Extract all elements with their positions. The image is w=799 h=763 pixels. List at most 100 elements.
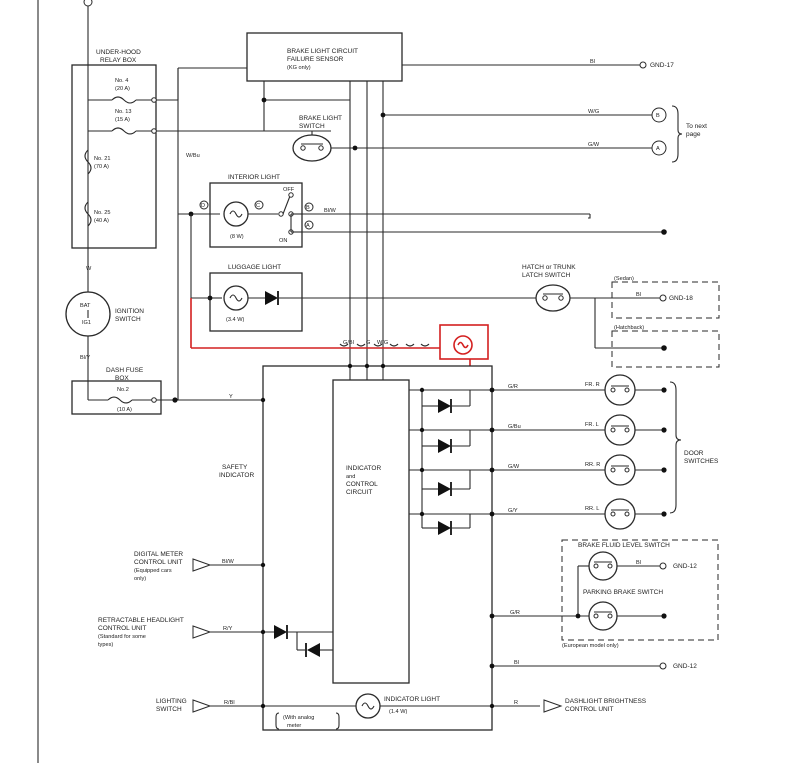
digital-meter-label-1: DIGITAL METER xyxy=(134,551,183,558)
lighting-switch-label-2: SWITCH xyxy=(156,706,182,713)
rr-l-label: RR. L xyxy=(585,506,599,512)
fuse-21-rating: (70 A) xyxy=(94,164,109,170)
fuse-21-label: No. 21 xyxy=(94,156,110,162)
wire-label-wg2: W/G xyxy=(377,340,388,346)
fuse-4-label: No. 4 xyxy=(115,78,128,84)
relay-box-label-2: RELAY BOX xyxy=(100,57,137,64)
ignition-switch: BAT IG1 IGNITION SWITCH xyxy=(65,291,144,337)
term-d-label: D xyxy=(201,203,205,209)
digital-meter-label-3: (Equipped cars xyxy=(134,568,172,574)
relay-box-label-1: UNDER-HOOD xyxy=(96,49,141,56)
hatchback-variant-box: (Hatchback) xyxy=(611,325,720,368)
brake-switch-label-2: SWITCH xyxy=(299,123,325,130)
indicator-light-label: INDICATOR LIGHT xyxy=(384,696,440,703)
sensor-label-2: FAILURE SENSOR xyxy=(287,56,344,63)
circuit-label-1: INDICATOR xyxy=(346,465,381,472)
fr-r-label: FR. R xyxy=(585,382,600,388)
wire-label-gbl: G/Bl xyxy=(343,340,354,346)
fuse-25-label: No. 25 xyxy=(94,210,110,216)
wire-label-wg: W/G xyxy=(588,109,599,115)
wire-label-bl-fluid: Bl xyxy=(636,560,641,566)
fuse-13-label: No. 13 xyxy=(115,109,131,115)
headlight-label-3: (Standard for some xyxy=(98,634,146,640)
fuse-2-label: No.2 xyxy=(117,387,129,393)
interior-light-label: INTERIOR LIGHT xyxy=(228,174,280,181)
door-switch-rr-l: RR. L xyxy=(585,498,667,530)
hatchback-label: (Hatchback) xyxy=(614,325,644,331)
fuse-25-rating: (40 A) xyxy=(94,218,109,224)
digital-meter-label-2: CONTROL UNIT xyxy=(134,559,183,566)
wire-label-gr1: G/R xyxy=(508,384,518,390)
sensor-label-3: (KG only) xyxy=(287,65,311,71)
headlight-label-2: CONTROL UNIT xyxy=(98,625,147,632)
hatch-switch-label-1: HATCH or TRUNK xyxy=(522,264,576,271)
circuit-label-4: CIRCUIT xyxy=(346,489,372,496)
door-switches-label-1: DOOR xyxy=(684,450,704,457)
safety-indicator-label-2: INDICATOR xyxy=(219,472,254,479)
dashlight-output-arrow xyxy=(543,699,563,713)
wire-label-bl-top: Bl xyxy=(590,59,595,65)
wire-label-ry: R/Y xyxy=(223,626,233,632)
wire-label-gbu: G/Bu xyxy=(508,424,521,430)
interior-off-label: OFF xyxy=(283,187,295,193)
gnd12a-label: GND-12 xyxy=(673,563,697,570)
door-switch-fr-r: FR. R xyxy=(585,374,667,406)
ignition-ig1-label: IG1 xyxy=(82,320,91,326)
door-switch-rr-r: RR. R xyxy=(585,454,667,486)
ignition-switch-label-2: SWITCH xyxy=(115,316,141,323)
fuse-13-rating: (15 A) xyxy=(115,117,130,123)
safety-indicator-label-1: SAFETY xyxy=(222,464,248,471)
term-b-label: B xyxy=(306,205,310,211)
fuse-4-rating: (20 A) xyxy=(115,86,130,92)
interior-watt-label: (8 W) xyxy=(230,234,244,240)
dashlight-label-1: DASHLIGHT BRIGHTNESS xyxy=(565,698,647,705)
safety-indicator-unit: SAFETY INDICATOR INDICATOR and CONTROL C… xyxy=(219,365,493,731)
door-switch-fr-l: FR. L xyxy=(585,414,667,446)
wire-label-rbl: R/Bl xyxy=(224,700,235,706)
luggage-light: LUGGAGE LIGHT (3.4 W) xyxy=(207,264,303,332)
door-diode-ladder xyxy=(409,387,605,535)
headlight-unit-input: RETRACTABLE HEADLIGHT CONTROL UNIT (Stan… xyxy=(98,617,333,657)
circuit-label-2: and xyxy=(346,474,355,480)
under-hood-relay-box: UNDER-HOOD RELAY BOX No. 4 (20 A) No. 13… xyxy=(71,6,185,249)
fuse-2-rating: (10 A) xyxy=(117,407,132,413)
indicator-light: INDICATOR LIGHT (1.4 W) (With analog met… xyxy=(275,693,540,730)
wire-label-w: W xyxy=(86,266,92,272)
dash-fuse-box: DASH FUSE BOX No.2 (10 A) xyxy=(71,367,263,415)
headlight-label-1: RETRACTABLE HEADLIGHT xyxy=(98,617,184,624)
luggage-watt-label: (3.4 W) xyxy=(226,317,244,323)
wire-label-bl-sedan: Bl xyxy=(636,292,641,298)
circuit-label-3: CONTROL xyxy=(346,481,378,488)
dashlight-label-2: CONTROL UNIT xyxy=(565,706,614,713)
dash-fuse-box-label-2: BOX xyxy=(115,375,129,382)
door-switches: FR. R FR. L RR. R RR. L DOOR xyxy=(585,374,719,530)
sedan-variant-box: (Sedan) Bl GND-18 xyxy=(595,276,720,319)
headlight-label-4: types) xyxy=(98,642,113,648)
wire-label-gr2: G/R xyxy=(510,610,520,616)
wire-label-wbu: W/Bu xyxy=(186,153,200,159)
lighting-switch-input: LIGHTING SWITCH R/Bl xyxy=(156,698,356,713)
dash-fuse-box-label-1: DASH FUSE xyxy=(106,367,144,374)
wire-label-gw2: G/W xyxy=(508,464,520,470)
brake-fluid-parking-box: BRAKE FLUID LEVEL SWITCH Bl GND-12 PARKI… xyxy=(561,539,719,649)
european-label: (European model only) xyxy=(562,643,619,649)
wire-label-gy: G/Y xyxy=(508,508,518,514)
wire-label-blw: Bl/W xyxy=(222,559,235,565)
lighting-switch-label-1: LIGHTING xyxy=(156,698,187,705)
gnd17-label: GND-17 xyxy=(650,62,674,69)
door-switches-label-2: SWITCHES xyxy=(684,458,719,465)
analog-meter-label-1: (With analog xyxy=(283,715,314,721)
analog-meter-label-2: meter xyxy=(287,723,301,729)
battery-feed-terminal xyxy=(83,0,93,7)
wire-label-blw-int: Bl/W xyxy=(324,208,337,214)
ignition-switch-label-1: IGNITION xyxy=(115,308,144,315)
sensor-label-1: BRAKE LIGHT CIRCUIT xyxy=(287,48,358,55)
gnd12b-label: GND-12 xyxy=(673,663,697,670)
digital-meter-label-4: only) xyxy=(134,576,146,582)
brake-fluid-label: BRAKE FLUID LEVEL SWITCH xyxy=(578,542,670,549)
wire-label-gw: G/W xyxy=(588,142,600,148)
fr-l-label: FR. L xyxy=(585,422,599,428)
rr-r-label: RR. R xyxy=(585,462,600,468)
wire-label-bl-low: Bl xyxy=(514,660,519,666)
